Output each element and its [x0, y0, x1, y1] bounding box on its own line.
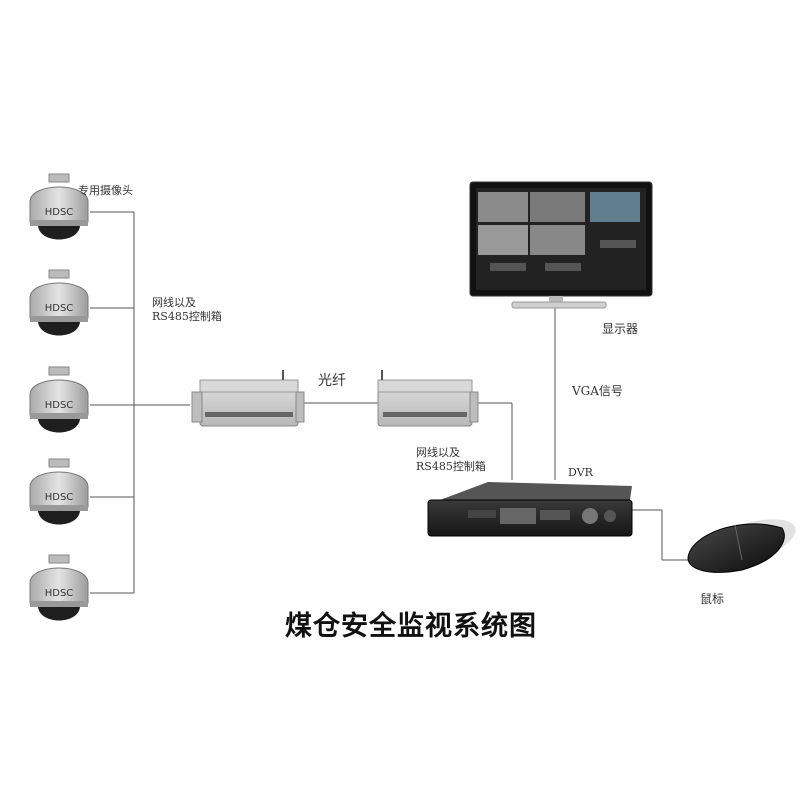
- mouse: [683, 509, 800, 582]
- cable-label-right-line1: 网线以及: [416, 446, 486, 460]
- camera-brand-label: HDSC: [45, 207, 74, 218]
- camera-3: HDSC: [30, 367, 88, 433]
- vga-label: VGA信号: [572, 382, 623, 399]
- camera-brand-label: HDSC: [45, 400, 74, 411]
- cable-label-right: 网线以及 RS485控制箱: [416, 446, 486, 474]
- diagram-title: 煤仓安全监视系统图: [285, 604, 537, 643]
- mouse-label: 鼠标: [700, 590, 724, 607]
- dvr-unit: [428, 482, 632, 536]
- camera-brand-label: HDSC: [45, 492, 74, 503]
- cable-label-left-line2: RS485控制箱: [152, 310, 222, 324]
- camera-brand-label: HDSC: [45, 588, 74, 599]
- camera-group: HDSC HDSC HDSC HDSC HDSC: [30, 174, 88, 621]
- fiber-label: 光纤: [318, 370, 346, 390]
- fiber-transceiver-right: [378, 370, 478, 426]
- camera-label: 专用摄像头: [78, 184, 133, 198]
- camera-brand-label: HDSC: [45, 303, 74, 314]
- fiber-transceiver-left: [192, 370, 304, 426]
- dvr-label: DVR: [568, 466, 593, 479]
- cable-label-right-line2: RS485控制箱: [416, 460, 486, 474]
- monitor-label: 显示器: [602, 320, 638, 337]
- camera-2: HDSC: [30, 270, 88, 336]
- cable-label-left: 网线以及 RS485控制箱: [152, 296, 222, 324]
- cable-label-left-line1: 网线以及: [152, 296, 222, 310]
- camera-4: HDSC: [30, 459, 88, 525]
- monitor: [470, 182, 652, 308]
- camera-5: HDSC: [30, 555, 88, 621]
